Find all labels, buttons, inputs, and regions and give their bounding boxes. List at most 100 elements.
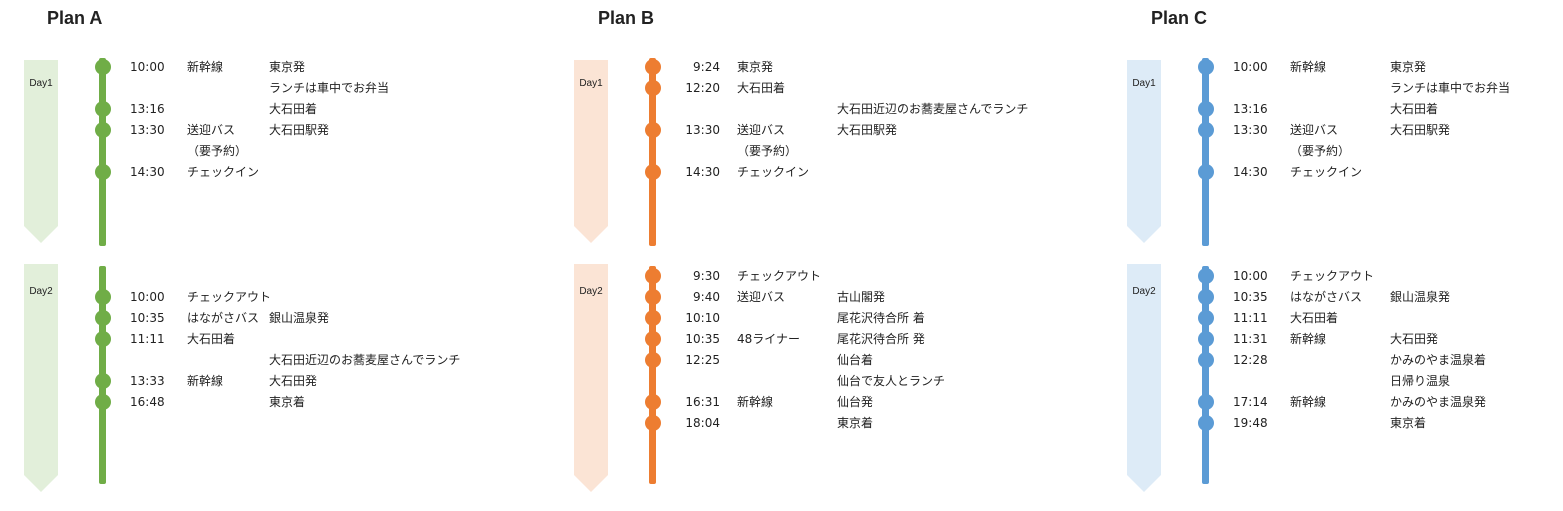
schedule-row: 9:30 チェックアウト (574, 266, 1094, 287)
schedule-row: 日帰り温泉 (1127, 371, 1563, 392)
time-text: 10:00 (1233, 60, 1268, 74)
timeline-dot (95, 101, 111, 117)
transport-text: チェックアウト (187, 290, 272, 304)
transport-text: はながさバス (187, 311, 260, 325)
timeline-dot (95, 59, 111, 75)
transport-text: チェックアウト (737, 269, 822, 283)
schedule-row: 大石田近辺のお蕎麦屋さんでランチ (24, 350, 544, 371)
time-text: 11:11 (1233, 311, 1268, 325)
timeline-dot (645, 394, 661, 410)
schedule-row: 13:16 大石田着 (24, 99, 544, 120)
transport-text: チェックイン (737, 165, 810, 179)
day-label: Day2 (29, 286, 53, 297)
schedule-row: （要予約） (24, 141, 544, 162)
timeline-line (649, 58, 656, 246)
time-text: 12:20 (685, 81, 720, 95)
time-text: 9:30 (693, 269, 720, 283)
detail-text: 古山閣発 (837, 290, 886, 304)
day-label: Day1 (1132, 78, 1156, 89)
transport-text: チェックイン (1290, 165, 1363, 179)
timeline-dot (645, 164, 661, 180)
detail-text: 銀山温泉発 (269, 311, 330, 325)
detail-text: 東京着 (837, 416, 874, 430)
time-text: 13:16 (1233, 102, 1268, 116)
day-arrow-shape (24, 264, 58, 492)
transport-text: 新幹線 (1290, 332, 1327, 346)
timeline-dot (1198, 415, 1214, 431)
day-arrow-fill (24, 264, 58, 492)
detail-text: 大石田駅発 (269, 123, 330, 137)
detail-text: ランチは車中でお弁当 (1390, 81, 1511, 95)
day-label: Day1 (29, 78, 53, 89)
day-label: Day2 (579, 286, 603, 297)
time-text: 13:16 (130, 102, 165, 116)
time-text: 11:11 (130, 332, 165, 346)
timeline-dot (1198, 122, 1214, 138)
time-text: 19:48 (1233, 416, 1268, 430)
schedule-row: 9:40 送迎バス 古山閣発 (574, 287, 1094, 308)
schedule-row: ランチは車中でお弁当 (24, 78, 544, 99)
day-arrow-shape (24, 60, 58, 243)
detail-text: かみのやま温泉発 (1390, 395, 1487, 409)
day-arrow-shape (574, 264, 608, 492)
time-text: 11:31 (1233, 332, 1268, 346)
time-text: 9:24 (693, 60, 720, 74)
time-text: 10:35 (685, 332, 720, 346)
schedule-row: 19:48 東京着 (1127, 413, 1563, 434)
timeline-dot (645, 289, 661, 305)
transport-text: 送迎バス (737, 290, 786, 304)
day-arrow-shape (574, 60, 608, 243)
transport-text: 48ライナー (737, 332, 801, 346)
schedule-row: 14:30 チェックイン (1127, 162, 1563, 183)
time-text: 13:33 (130, 374, 165, 388)
day-arrow-fill (574, 60, 608, 243)
timeline-dot (95, 164, 111, 180)
day-label: Day2 (1132, 286, 1156, 297)
day-arrow-shape (1127, 264, 1161, 492)
timeline-dot (645, 331, 661, 347)
timeline-dot (645, 122, 661, 138)
time-text: 10:35 (130, 311, 165, 325)
plan-title: Plan A (47, 8, 103, 28)
detail-text: 大石田近辺のお蕎麦屋さんでランチ (269, 353, 461, 367)
detail-text: 大石田着 (269, 102, 318, 116)
timeline-dot (95, 122, 111, 138)
day-arrow-fill (24, 60, 58, 243)
detail-text: 東京着 (1390, 416, 1427, 430)
transport-text: 大石田着 (187, 332, 236, 346)
day-label: Day1 (579, 78, 603, 89)
detail-text: 仙台着 (837, 353, 874, 367)
timeline-dot (645, 310, 661, 326)
transport-text: 新幹線 (187, 374, 224, 388)
time-text: 12:25 (685, 353, 720, 367)
timeline-dot (1198, 164, 1214, 180)
time-text: 14:30 (1233, 165, 1268, 179)
detail-text: 東京着 (269, 395, 306, 409)
detail-text: ランチは車中でお弁当 (269, 81, 390, 95)
timeline-dot (95, 289, 111, 305)
timeline-dot (1198, 268, 1214, 284)
transport-text: 送迎バス (1290, 123, 1339, 137)
schedule-row: 10:35 はながさバス銀山温泉発 (24, 308, 544, 329)
day-arrow-shape (1127, 60, 1161, 243)
transport-text: 新幹線 (187, 60, 224, 74)
time-text: 9:40 (693, 290, 720, 304)
detail-text: 大石田着 (1390, 102, 1439, 116)
timeline-dot (95, 331, 111, 347)
